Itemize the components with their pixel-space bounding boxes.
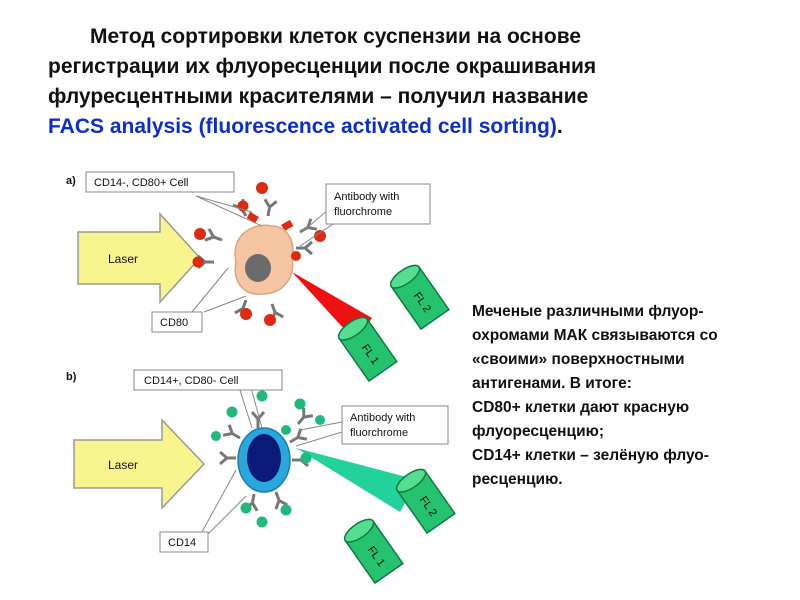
cell-b-nucleus — [247, 434, 281, 482]
panel-b-tag: b) — [66, 371, 77, 383]
description-text: Меченые различными флуор- охромами МАК с… — [472, 300, 792, 492]
cell-label-box-a — [85, 171, 235, 193]
laser-label-b: Laser — [108, 458, 138, 472]
detector-fl2-a: FL 2 — [389, 264, 450, 331]
title-facs-term: FACS analysis (fluorescence activated ce… — [48, 115, 557, 138]
fluorochromes-a — [192, 182, 326, 326]
description-line: CD80+ клетки дают красную — [472, 399, 690, 416]
antibody-label-a-2: fluorchrome — [334, 206, 392, 218]
slide-title: Метод сортировки клеток суспензии на осн… — [48, 22, 768, 142]
description-line: Меченые различными флуор- — [472, 303, 704, 320]
callouts-a — [191, 195, 343, 313]
cell-a-nucleus — [245, 254, 271, 282]
panel-a: a) Laser — [66, 171, 450, 383]
antibody-label-b-2: fluorchrome — [350, 427, 408, 439]
antibody-label-b-1: Antibody with — [350, 412, 415, 424]
title-period: . — [556, 115, 563, 138]
description-line: «своими» поверхностными — [472, 351, 685, 368]
description-line: флуоресценцию; — [472, 423, 604, 440]
title-line-3: флуресцентными красителями – получил наз… — [48, 85, 589, 108]
description-line: охромами МАК связываются со — [472, 327, 718, 344]
detector-fl1-b: FL 1 — [343, 518, 404, 585]
laser-label-a: Laser — [108, 252, 138, 266]
marker-label-box-b — [159, 531, 209, 553]
panel-a-tag: a) — [66, 175, 76, 187]
description-line: CD14+ клетки – зелёную флуо- — [472, 447, 709, 464]
panel-b: b) Laser — [66, 369, 456, 585]
laser-arrow-a — [77, 212, 202, 304]
detector-fl2-b: FL 2 — [395, 468, 456, 535]
emission-beam-green — [296, 448, 418, 512]
detector-fl1-a: FL 1 — [337, 316, 398, 383]
fluorochromes-b — [211, 390, 325, 528]
cell-label-a: CD14-, CD80+ Cell — [94, 177, 188, 189]
title-line-2: регистрации их флуоресценции после окраш… — [48, 55, 597, 78]
antibody-label-a-1: Antibody with — [334, 191, 399, 203]
marker-label-a: CD80 — [160, 317, 188, 329]
callouts-b — [201, 383, 343, 541]
marker-label-box-a — [151, 311, 203, 333]
antibody-label-box-a — [325, 183, 431, 225]
cell-label-box-b — [133, 369, 283, 391]
marker-label-b: CD14 — [168, 537, 196, 549]
title-line-1: Метод сортировки клеток суспензии на осн… — [90, 25, 582, 48]
description-line: антигенами. В итоге: — [472, 375, 632, 392]
description-line: ресценцию. — [472, 471, 563, 488]
antibody-label-box-b — [341, 405, 449, 445]
cell-label-b: CD14+, CD80- Cell — [144, 375, 238, 387]
laser-arrow-b — [73, 418, 206, 510]
